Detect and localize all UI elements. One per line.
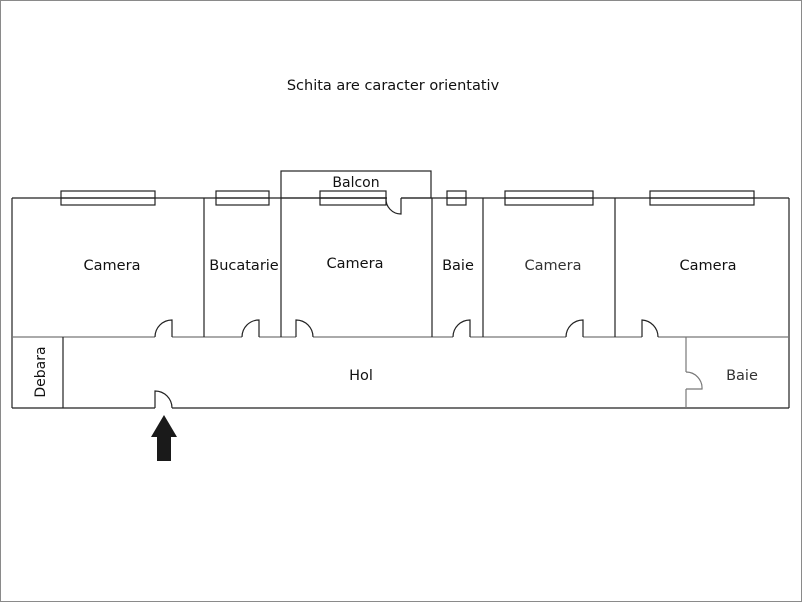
room-label-camera-2: Camera bbox=[327, 256, 384, 272]
room-label-camera-4: Camera bbox=[680, 258, 737, 274]
entrance-arrow-icon bbox=[151, 415, 177, 461]
room-label-hol: Hol bbox=[349, 368, 373, 384]
windows bbox=[60, 190, 755, 206]
room-label-balcon: Balcon bbox=[332, 175, 379, 191]
room-label-baie-2: Baie bbox=[726, 368, 758, 384]
room-label-debara: Debara bbox=[33, 346, 49, 397]
walls bbox=[11, 197, 790, 409]
plan-title: Schita are caracter orientativ bbox=[287, 78, 500, 94]
room-label-bucatarie: Bucatarie bbox=[209, 258, 279, 274]
room-label-camera-1: Camera bbox=[84, 258, 141, 274]
room-label-baie-1: Baie bbox=[442, 258, 474, 274]
doors bbox=[154, 196, 703, 409]
room-label-camera-3: Camera bbox=[525, 258, 582, 274]
